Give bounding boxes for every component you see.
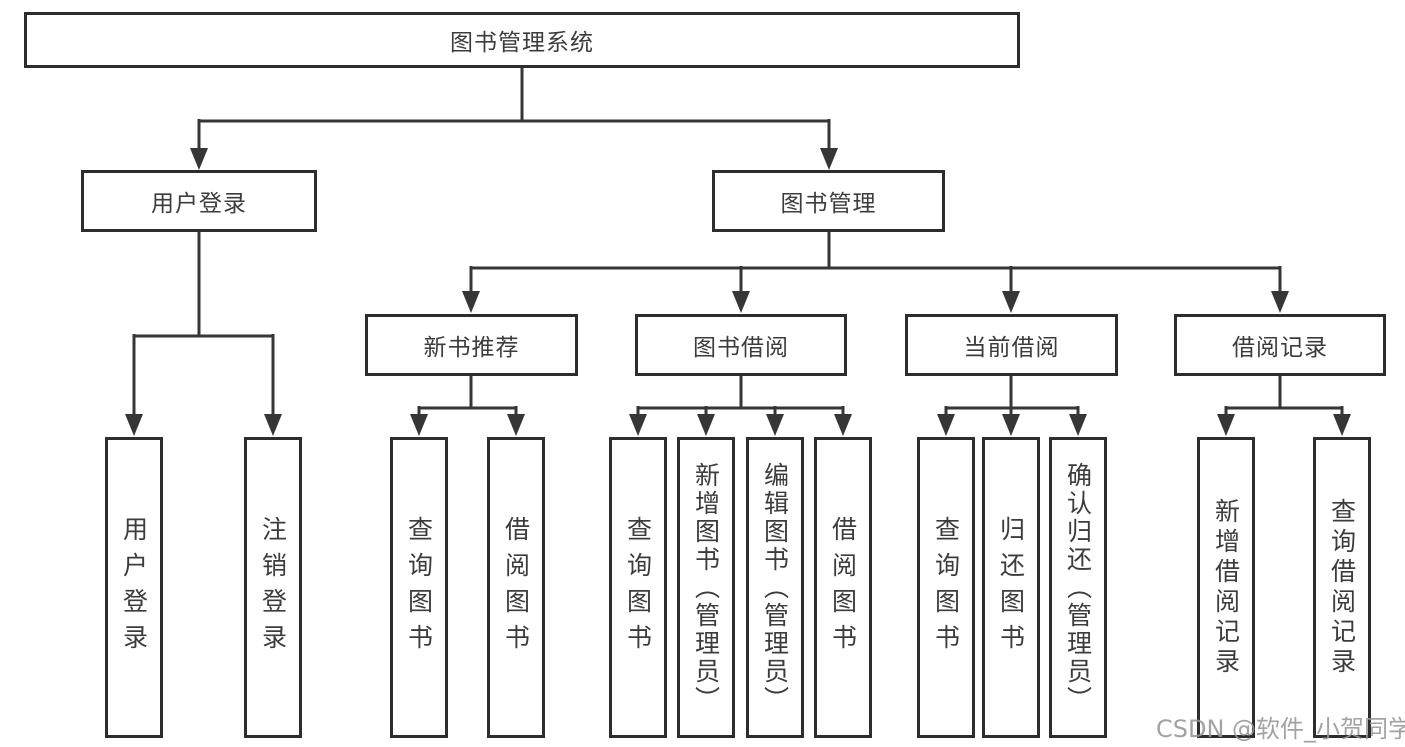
leaf-label: 新增图书（管理员） (691, 461, 721, 714)
node-label: 用户登录 (151, 191, 247, 217)
leaf-label: 确认归还（管理员） (1063, 461, 1093, 714)
node-label: 图书借阅 (693, 335, 789, 361)
leaf-user-login: 用户登录 (105, 437, 163, 738)
leaf-label: 归还图书 (996, 515, 1026, 660)
leaf-label: 编辑图书（管理员） (760, 461, 790, 714)
leaf-label: 借阅图书 (501, 515, 531, 660)
node-book-borrow: 图书借阅 (635, 314, 847, 376)
leaf-label: 查询图书 (623, 515, 653, 660)
leaf-label: 查询图书 (931, 515, 961, 660)
leaf-add-borrow-record: 新增借阅记录 (1197, 437, 1255, 738)
node-library-system: 图书管理系统 (24, 12, 1020, 68)
node-label: 图书管理 (780, 191, 877, 217)
node-label: 图书管理系统 (450, 30, 594, 56)
leaf-confirm-return-admin: 确认归还（管理员） (1049, 437, 1107, 738)
leaf-label: 用户登录 (119, 515, 149, 660)
leaf-query-borrow-record: 查询借阅记录 (1313, 437, 1371, 738)
leaf-query-books: 查询图书 (917, 437, 975, 738)
node-current-borrow: 当前借阅 (905, 314, 1118, 376)
node-label: 当前借阅 (963, 335, 1060, 361)
leaf-query-books: 查询图书 (390, 437, 448, 738)
csdn-watermark: CSDN @软件_小贺同学 (1156, 715, 1405, 743)
leaf-label: 查询图书 (404, 515, 434, 660)
leaf-return-books: 归还图书 (982, 437, 1040, 738)
node-new-book-recommend: 新书推荐 (365, 314, 578, 376)
leaf-label: 查询借阅记录 (1327, 497, 1357, 678)
leaf-label: 借阅图书 (828, 515, 858, 660)
node-label: 借阅记录 (1232, 335, 1328, 361)
leaf-logout-login: 注销登录 (244, 437, 302, 738)
leaf-borrow-books: 借阅图书 (814, 437, 872, 738)
leaf-add-books-admin: 新增图书（管理员） (677, 437, 735, 738)
node-user-login: 用户登录 (81, 170, 317, 232)
leaf-label: 新增借阅记录 (1211, 497, 1241, 678)
leaf-borrow-books: 借阅图书 (487, 437, 545, 738)
arrowhead-icons (125, 148, 1351, 436)
node-book-management: 图书管理 (712, 170, 945, 232)
leaf-label: 注销登录 (258, 515, 288, 660)
leaf-edit-books-admin: 编辑图书（管理员） (746, 437, 804, 738)
node-borrow-records: 借阅记录 (1174, 314, 1386, 376)
node-label: 新书推荐 (423, 335, 520, 361)
leaf-query-books: 查询图书 (609, 437, 667, 738)
